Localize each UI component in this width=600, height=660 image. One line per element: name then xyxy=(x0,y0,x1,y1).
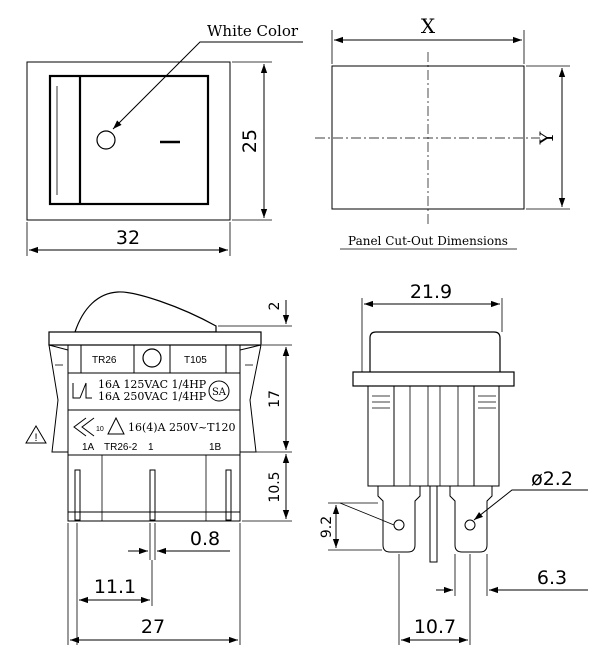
white-color-label: White Color xyxy=(207,22,299,40)
right-terminal-hole xyxy=(464,519,476,531)
terminal-1: 1 xyxy=(148,442,154,453)
ul-recognized-icon xyxy=(72,382,92,399)
cutout-caption: Panel Cut-Out Dimensions xyxy=(348,234,508,248)
ext-line xyxy=(339,502,395,526)
on-symbol-circle xyxy=(96,130,116,150)
warning-symbol: ! xyxy=(34,432,37,444)
dim-top: 2 xyxy=(267,302,283,311)
right-terminal xyxy=(449,486,493,553)
front-rocker-outline xyxy=(48,74,210,206)
small-mark-10: 10 xyxy=(96,426,104,433)
side-view: TR26 T105 16A 125VAC 1/4HP 16A 250VAC 1/… xyxy=(25,291,292,645)
mounting-flange xyxy=(48,331,262,346)
end-dim-span: 10.7 xyxy=(414,616,456,638)
front-bezel-outline xyxy=(26,61,231,221)
terminal-model: TR26-2 xyxy=(104,442,138,453)
cutout-view: X Y Panel Cut-Out Dimensions xyxy=(315,14,570,250)
hole-leader xyxy=(473,489,588,521)
dim-body: 17 xyxy=(267,390,283,408)
end-cap xyxy=(369,331,501,372)
front-width-dim: 32 xyxy=(116,227,140,249)
csa-mark-icon xyxy=(208,380,230,402)
csa-mark-text: SA xyxy=(212,387,227,398)
end-dim-width: 21.9 xyxy=(410,281,452,303)
end-dim-hole: ø2.2 xyxy=(531,468,573,490)
end-dim-hole-height: 9.2 xyxy=(319,516,335,538)
front-view: White Color 32 25 xyxy=(26,22,303,256)
center-terminal xyxy=(429,485,438,563)
housing-base xyxy=(67,511,241,522)
terminal-pin xyxy=(225,469,232,521)
right-latch xyxy=(239,344,262,453)
terminal-pin xyxy=(74,469,81,521)
rating-line-2: 16A 250VAC 1/4HP xyxy=(98,390,207,403)
indicator-hole xyxy=(142,348,162,368)
ce-mark-icon xyxy=(73,417,95,437)
dim-width: 27 xyxy=(141,616,165,638)
rocker-actuator xyxy=(74,291,217,333)
rating-line-1: 16A 125VAC 1/4HP xyxy=(98,378,207,391)
terminal-1b: 1B xyxy=(209,442,222,453)
end-body xyxy=(367,385,500,487)
cutout-x-label: X xyxy=(421,14,436,38)
left-latch xyxy=(48,344,69,453)
front-height-dim: 25 xyxy=(239,129,261,153)
end-flange xyxy=(352,371,515,387)
label-tr26: TR26 xyxy=(92,355,117,366)
dim-thickness: 0.8 xyxy=(190,528,220,550)
label-t105: T105 xyxy=(184,355,207,366)
vde-mark-icon xyxy=(107,416,125,435)
rating-line-3: 16(4)A 250V~T120 xyxy=(128,421,236,434)
dim-terminal: 10.5 xyxy=(267,471,283,502)
end-view: 21.9 ø2.2 9.2 6.3 10.7 xyxy=(319,281,588,645)
dim-offset: 11.1 xyxy=(94,576,136,598)
white-color-leader xyxy=(112,41,303,130)
left-terminal xyxy=(377,486,421,553)
terminal-1a: 1A xyxy=(82,442,95,453)
terminal-pin xyxy=(149,469,156,521)
end-dim-pitch: 6.3 xyxy=(537,567,567,589)
cutout-y-label: Y xyxy=(536,131,558,145)
warning-icon xyxy=(25,425,47,444)
left-terminal-hole xyxy=(393,519,405,531)
